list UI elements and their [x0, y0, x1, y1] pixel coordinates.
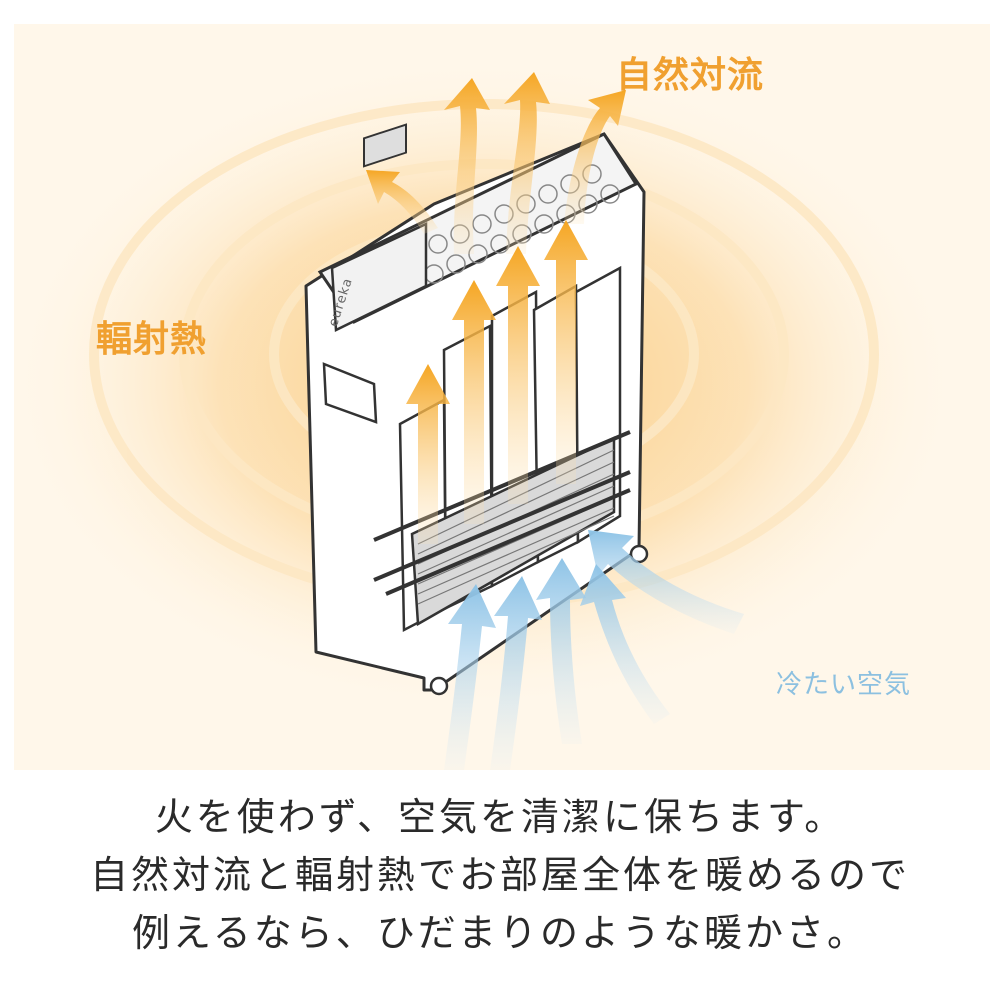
natural-convection-label: 自然対流 [616, 55, 765, 96]
caption: 火を使わず、空気を清潔に保ちます。 自然対流と輻射熱でお部屋全体を暖めるので 例… [0, 788, 1000, 962]
wheel-left [429, 676, 449, 696]
control-panel [330, 222, 428, 332]
heating-fins [373, 265, 631, 633]
wheel-right [629, 544, 649, 564]
radiant-heat-label: 輻射熱 [96, 319, 208, 360]
caption-line-3: 例えるなら、ひだまりのような暖かさ。 [131, 911, 869, 955]
display-screen [363, 123, 407, 168]
fin-arrows [406, 220, 588, 544]
handle [322, 362, 378, 424]
diagram-artwork [14, 54, 964, 770]
caption-line-1: 火を使わず、空気を清潔に保ちます。 [154, 795, 846, 839]
cold-air-label: 冷たい空気 [776, 670, 912, 700]
convection-arrows [366, 72, 626, 254]
caption-line-2: 自然対流と輻射熱でお部屋全体を暖めるので [89, 853, 910, 897]
cold-air-arrows [444, 530, 744, 770]
heater-diagram: eureka 自然対流 輻射熱 冷たい空気 [14, 24, 990, 770]
